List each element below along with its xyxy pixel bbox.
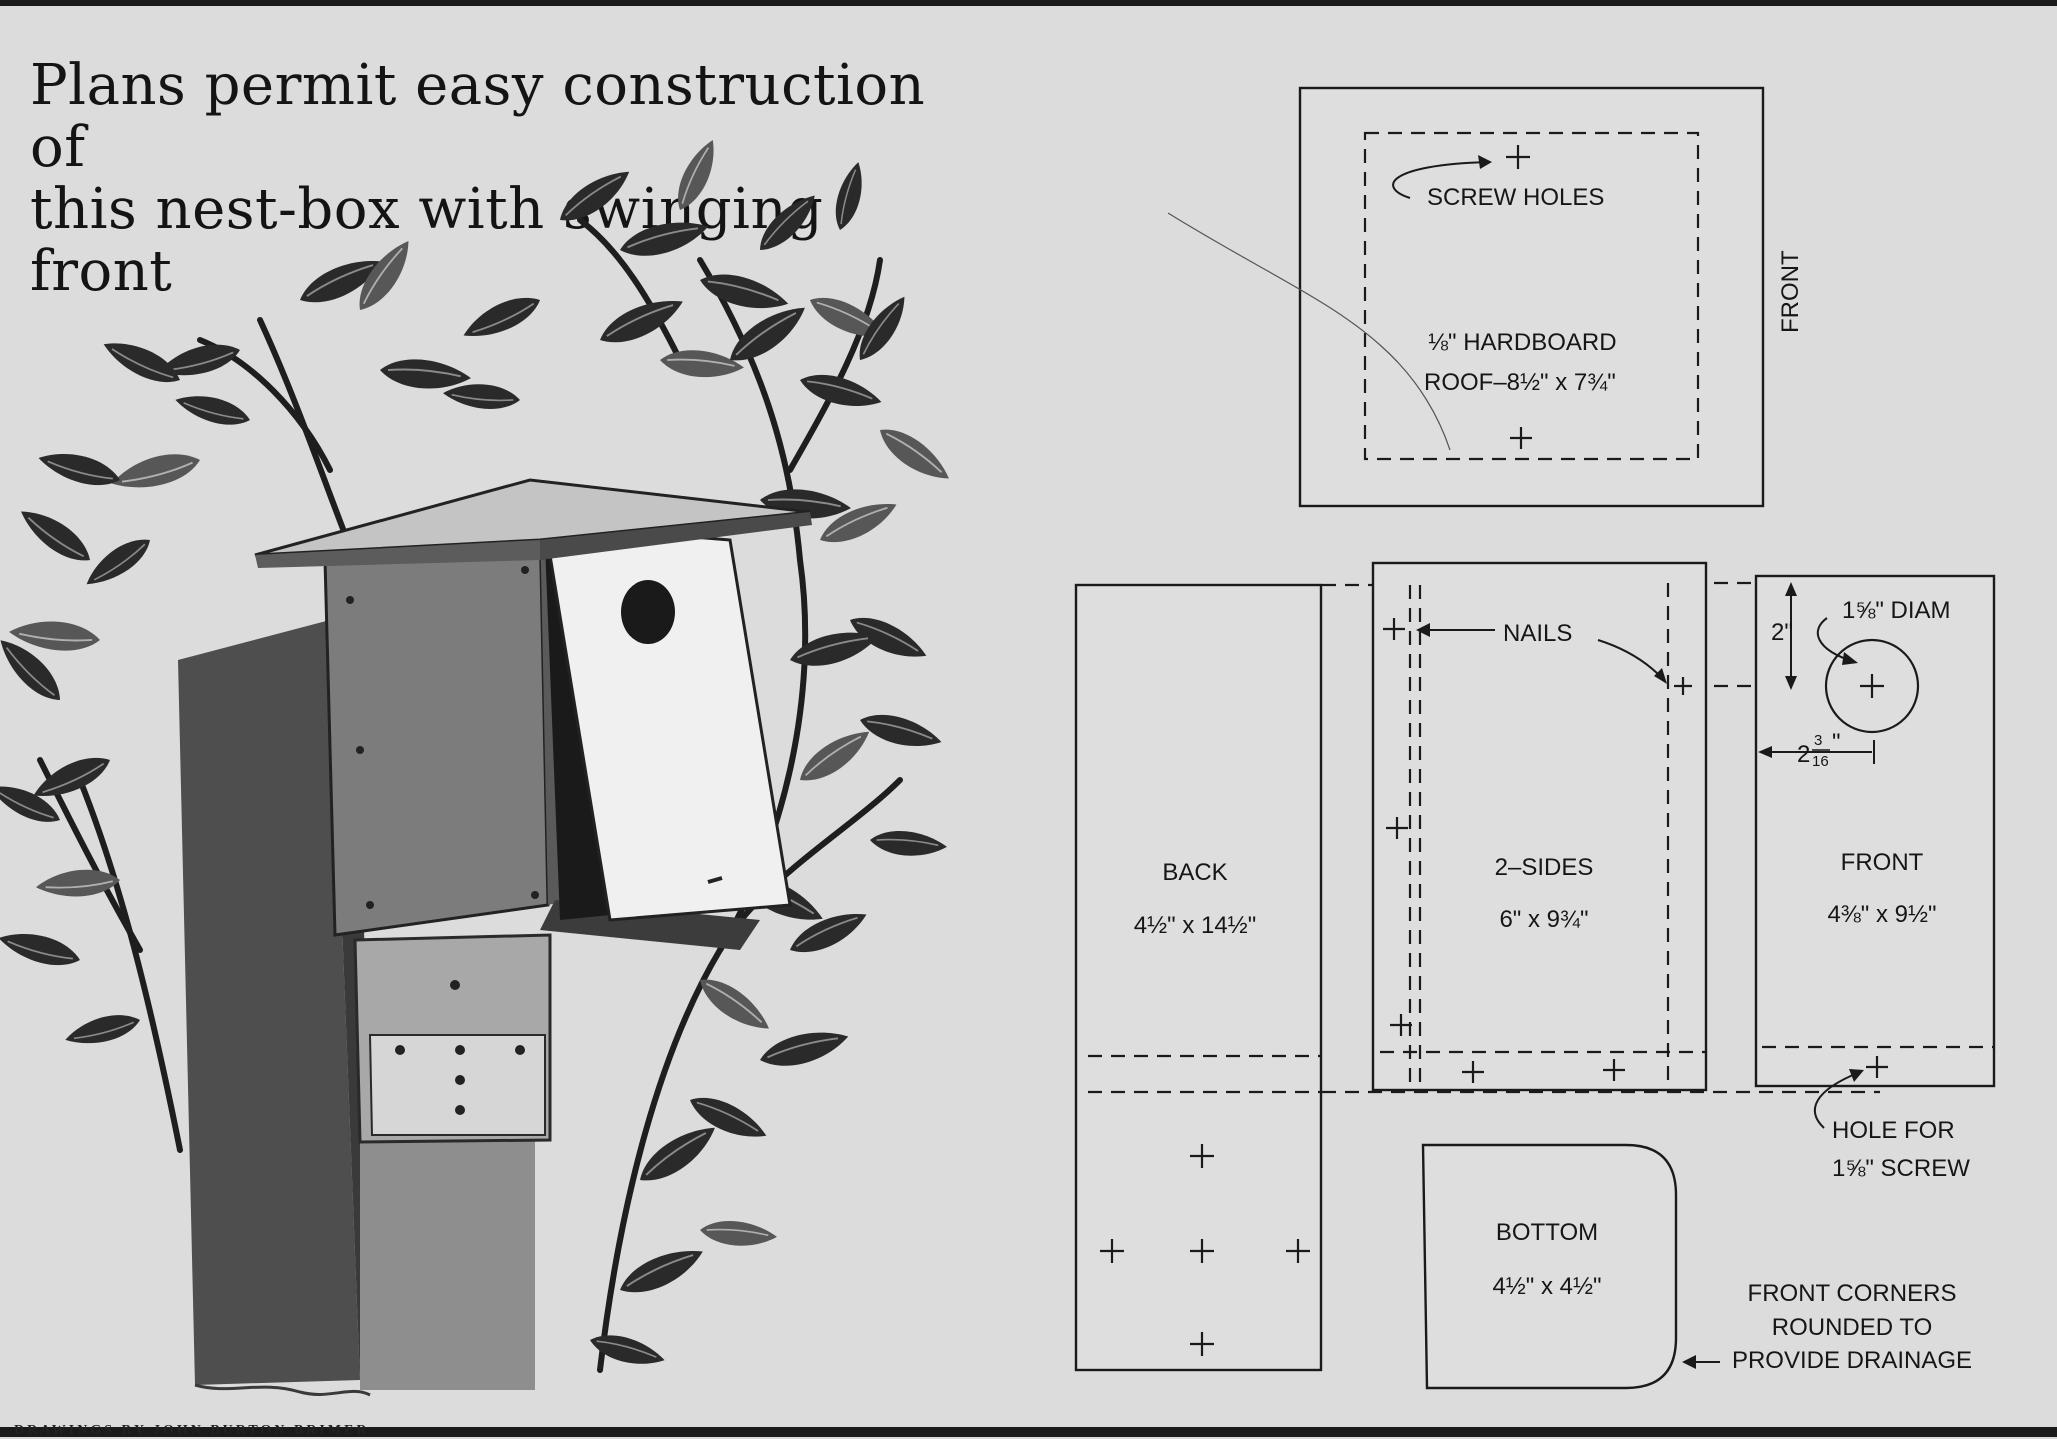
bottom-name: BOTTOM bbox=[1496, 1219, 1598, 1246]
bottom-panel: BOTTOM 4½" x 4½" bbox=[1421, 1143, 1678, 1390]
sides-name: 2–SIDES bbox=[1495, 854, 1594, 881]
back-screw-holes bbox=[1100, 1144, 1310, 1356]
entrance-hole bbox=[1824, 638, 1920, 734]
roof-material-label: ⅛" HARDBOARD bbox=[1428, 329, 1617, 356]
front-side-offset: 2 3 16 " bbox=[1797, 729, 1841, 770]
bottom-dims: 4½" x 4½" bbox=[1492, 1273, 1601, 1300]
roof-panel: SCREW HOLES ⅛" HARDBOARD ROOF–8½" x 7¾" … bbox=[1167, 86, 1804, 508]
drainage-note-line-3: PROVIDE DRAINAGE bbox=[1732, 1347, 1972, 1374]
box-roof bbox=[254, 478, 812, 568]
front-side-offset-whole: 2 bbox=[1797, 741, 1810, 768]
front-side-offset-denominator: 16 bbox=[1812, 753, 1829, 770]
nest-box-illustration bbox=[0, 134, 956, 1397]
roof-dims-label: ROOF–8½" x 7¾" bbox=[1424, 369, 1616, 396]
swinging-front-door bbox=[543, 523, 792, 922]
front-name: FRONT bbox=[1841, 849, 1924, 876]
svg-text:": " bbox=[1832, 729, 1841, 756]
roof-screw-top bbox=[1506, 145, 1530, 169]
screw-hole-note-line-2: 1⅝" SCREW bbox=[1832, 1155, 1970, 1182]
drainage-note: FRONT CORNERS ROUNDED TO PROVIDE DRAINAG… bbox=[1682, 1280, 1972, 1374]
nails-label: NAILS bbox=[1503, 620, 1572, 647]
front-hole-label: 1⅝" DIAM bbox=[1842, 597, 1951, 624]
bottom-rule bbox=[0, 1427, 2057, 1437]
panel-fold-lines bbox=[1322, 581, 1880, 1094]
mounting-block bbox=[353, 933, 552, 1144]
drainage-note-line-1: FRONT CORNERS bbox=[1748, 1280, 1957, 1307]
sides-panel: NAILS 2–SIDES 6" x 9¾" bbox=[1371, 561, 1708, 1092]
roof-front-label: FRONT bbox=[1777, 250, 1804, 333]
front-top-offset: 2" bbox=[1771, 619, 1793, 646]
screw-hole-note: HOLE FOR 1⅝" SCREW bbox=[1813, 1069, 1970, 1182]
front-dims: 4⅜" x 9½" bbox=[1827, 901, 1936, 928]
screw-holes-label: SCREW HOLES bbox=[1427, 184, 1604, 211]
sides-dims: 6" x 9¾" bbox=[1499, 906, 1588, 933]
drainage-note-line-2: ROUNDED TO bbox=[1772, 1314, 1932, 1341]
roof-screw-bottom bbox=[1510, 427, 1532, 449]
front-side-offset-numerator: 3 bbox=[1814, 732, 1822, 749]
top-rule bbox=[0, 0, 2057, 6]
back-dims: 4½" x 14½" bbox=[1134, 912, 1256, 939]
drawings-credit: DRAWINGS BY JOHN BURTON BRIMER bbox=[14, 1423, 370, 1438]
front-panel: 2" 1⅝" DIAM 2 3 16 " FRONT 4⅜" x 9½" bbox=[1754, 574, 1996, 1088]
back-name: BACK bbox=[1162, 859, 1227, 886]
back-panel: BACK 4½" x 14½" bbox=[1074, 583, 1323, 1372]
screw-hole-note-line-1: HOLE FOR bbox=[1832, 1117, 1955, 1144]
sides-nail-holes bbox=[1383, 618, 1692, 1083]
front-screw-hole bbox=[1866, 1056, 1888, 1078]
headline-line-1: Plans permit easy construction of bbox=[30, 53, 926, 180]
headline: Plans permit easy construction of this n… bbox=[30, 55, 980, 303]
